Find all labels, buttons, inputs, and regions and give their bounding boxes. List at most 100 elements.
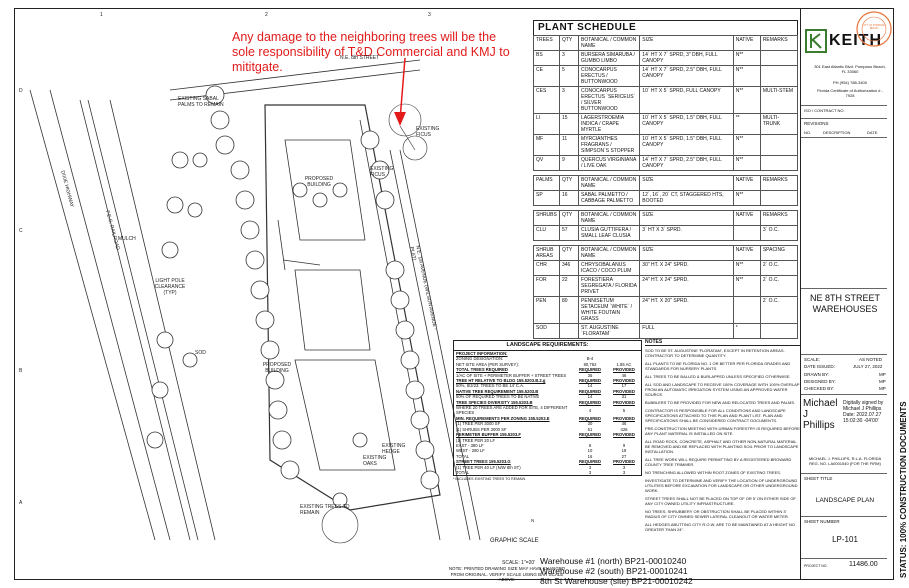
- plant-schedule-cell: N**: [732, 275, 761, 297]
- plant-schedule-cell: 10` HT X 5` SPRD, 1.5" DBH, FULL CANOPY: [639, 113, 734, 135]
- plant-schedule-header-cell: SIZE: [639, 245, 734, 261]
- plant-schedule-cell: N**: [732, 134, 761, 156]
- grid-label-b: B: [19, 368, 23, 374]
- plant-schedule-cell: 22: [558, 275, 580, 297]
- note-item: ALL TREES TO BE BALLED & BURLAPPED UNLES…: [645, 374, 791, 379]
- landscape-requirement-cell: (1) TREE PER 40 LF (N/W 8th ST): [456, 464, 521, 470]
- digital-signature: Digitally signed by Michael J Phillips D…: [843, 400, 884, 424]
- plant-schedule-title: PLANT SCHEDULE: [533, 20, 798, 35]
- plant-schedule-header-cell: NATIVE: [732, 175, 761, 191]
- graphic-scale-value: SCALE: 1"=20': [502, 560, 536, 566]
- landscape-requirement-cell: 4: [588, 407, 592, 413]
- plant-schedule-cell: SABAL PALMETTO / CABBAGE PALMETTO: [578, 190, 641, 206]
- landscape-requirement-cell: REQUIRED: [578, 432, 602, 438]
- graphic-scale-title: GRAPHIC SCALE: [490, 538, 539, 544]
- plant-schedule-cell: CONOCARPUS ERECTUS `SERICEUS` / SILVER B…: [578, 86, 641, 114]
- plant-schedule-cell: 5: [558, 65, 580, 87]
- grid-label-2: 2: [265, 12, 268, 18]
- plant-schedule-cell: N**: [732, 260, 761, 276]
- plant-schedule-cell: 346: [558, 260, 580, 276]
- keith-logo: [805, 29, 827, 53]
- signer-name: Michael J Phillips: [803, 398, 838, 431]
- landscape-requirement-cell: TOTAL: [456, 469, 470, 475]
- plant-schedule-cell: [759, 65, 799, 87]
- plant-schedule-header-cell: QTY: [558, 35, 580, 51]
- plant-schedule-header-cell: PALMS: [533, 175, 560, 191]
- landscape-requirement-cell: 3: [622, 464, 626, 470]
- plant-schedule-cell: SOD: [533, 323, 560, 339]
- landscape-requirement-cell: 16: [587, 453, 593, 459]
- plant-schedule-cell: BS: [533, 50, 560, 66]
- plant-schedule-cell: MYRCIANTHES FRAGRANS / SIMPSON`S STOPPER: [578, 134, 641, 156]
- plant-schedule-cell: SP: [533, 190, 560, 206]
- landscape-requirement-cell: NET SITE AREA (PER SURVEY):: [456, 361, 519, 367]
- landscape-requirement-cell: 30: [587, 421, 593, 427]
- rev-col-desc: DESCRIPTION: [823, 130, 851, 135]
- checked-by-value: MP: [879, 386, 886, 391]
- landscape-requirement-cell: PROVIDED: [613, 432, 635, 438]
- landscape-requirements-table: PROJECT INFORMATION:ZONING DESIGNATION:B…: [453, 350, 642, 477]
- grid-label-a: A: [19, 500, 23, 506]
- landscape-requirement-cell: PROVIDED: [613, 399, 635, 405]
- sheet-number-label: SHEET NUMBER: [804, 519, 840, 524]
- landscape-requirement-cell: 14: [587, 383, 593, 389]
- landscape-requirement-cell: STREET TREES 155.5203.G: [456, 459, 511, 465]
- existing-sabal-label: EXISTING SABAL PALMS TO REMAIN: [178, 96, 224, 108]
- plant-schedule-header-cell: SHRUBS: [533, 210, 560, 226]
- plant-schedule-header-cell: BOTANICAL / COMMON NAME: [578, 210, 641, 226]
- plant-schedule-cell: 57: [558, 225, 580, 241]
- existing-trees-remain-label: EXISTING TREES TO REMAIN: [300, 504, 350, 516]
- plant-schedule-cell: FORESTIERA SEGREGATA / FLORIDA PRIVET: [578, 275, 641, 297]
- landscape-requirement-cell: (1) SHRUBS PER 3000 SF: [456, 426, 507, 432]
- plant-schedule-header-cell: SHRUB AREAS: [533, 245, 560, 261]
- plant-schedule-cell: CE: [533, 65, 560, 87]
- landscape-requirement-cell: 50%, 8/2/23: TREES TO BE 14' C.A.: [456, 383, 525, 389]
- plant-schedule-cell: 10` HT X 5` SPRD, 1.5" DBH, FULL CANOPY: [639, 134, 734, 156]
- plant-schedule-header-cell: NATIVE: [732, 210, 761, 226]
- plant-schedule-cell: [759, 323, 799, 339]
- note-item: STREET TREES SHALL NOT BE PLACED ON TOP …: [645, 496, 796, 506]
- landscape-requirement-cell: PROVIDED: [613, 378, 635, 384]
- landscape-requirement-cell: 80,762: [583, 361, 597, 367]
- plant-schedule-cell: 24" HT. X 24" SPRD.: [639, 275, 734, 297]
- damage-responsibility-note: Any damage to the neighboring trees will…: [232, 30, 510, 74]
- plant-schedule-cell: BURSERA SIMARUBA / GUMBO LIMBO: [578, 50, 641, 66]
- landscape-requirement-cell: 18: [621, 448, 627, 454]
- note-item: CONTRACTOR IS RESPONSIBLE FOR ALL CONDIT…: [645, 408, 786, 423]
- plant-schedule-cell: MULTI-TRUNK: [759, 113, 799, 135]
- landscape-requirement-cell: REQUIRED: [578, 367, 602, 373]
- site-plan-drawing: [29, 57, 481, 544]
- plant-schedule-cell: N**: [732, 65, 761, 87]
- drawn-by-value: MP: [879, 372, 886, 377]
- landscape-requirement-cell: WEST - 280 LF: [456, 448, 485, 454]
- plant-schedule-cell: [732, 296, 761, 324]
- plant-schedule-cell: 16: [558, 190, 580, 206]
- notes-block: NOTES SOD TO BE ST. AUGUSTINE 'FLORATAM'…: [645, 340, 800, 535]
- plant-schedule-cell: 11: [558, 134, 580, 156]
- note-item: BUBBLERS TO BE PROVIDED FOR NEW AND RELO…: [645, 400, 796, 405]
- landscape-requirement-cell: REQUIRED: [578, 378, 602, 384]
- landscape-requirement-cell: PROVIDED: [613, 367, 635, 373]
- plant-schedule-header-cell: SIZE: [639, 175, 734, 191]
- plant-schedule-cell: 3: [558, 86, 580, 114]
- plant-schedule-cell: [759, 155, 799, 171]
- plant-schedule-header-cell: BOTANICAL / COMMON NAME: [578, 35, 641, 51]
- existing-oaks-label: EXISTING OAKS: [363, 455, 387, 467]
- project-name: NE 8TH STREET WAREHOUSES: [809, 293, 880, 314]
- landscape-requirement-cell: 9: [622, 442, 626, 448]
